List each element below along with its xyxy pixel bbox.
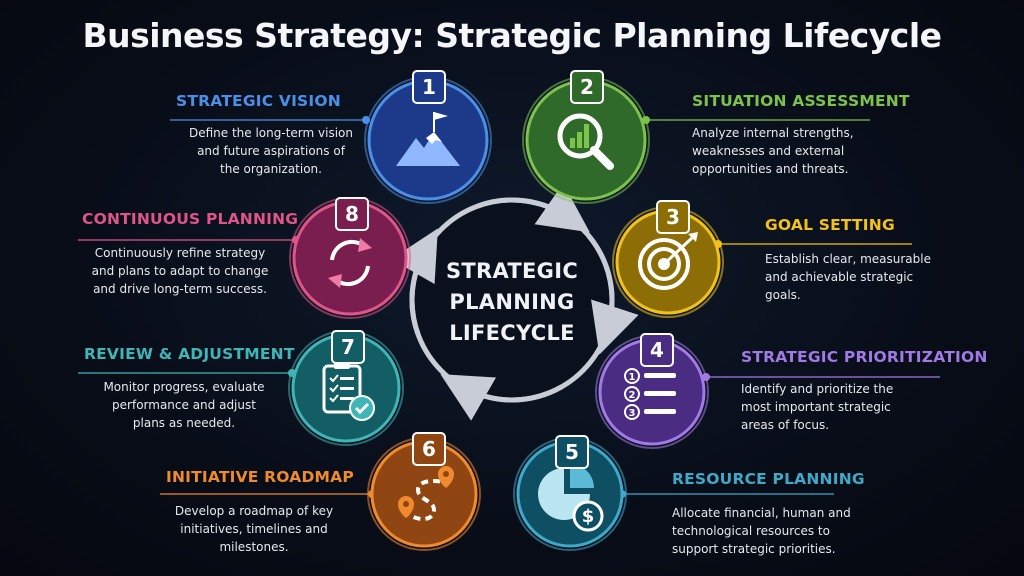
center-label-line1: STRATEGIC: [445, 259, 579, 283]
step-4-badge: 4: [640, 333, 674, 367]
step-4-desc-line: most important strategic: [741, 400, 891, 414]
step-5-title: RESOURCE PLANNING: [672, 470, 865, 488]
step-2-description: Analyze internal strengths, weaknesses a…: [692, 124, 854, 178]
step-1-badge: 1: [412, 70, 446, 104]
step-5-desc-line: technological resources to: [672, 524, 830, 538]
cycle-arrows-icon: [328, 238, 372, 288]
step-5-badge: 5: [555, 435, 589, 469]
cycle-arrow-2: [440, 374, 564, 421]
clipboard-check-icon: [322, 362, 375, 421]
center-label: STRATEGIC PLANNING LIFECYCLE: [430, 256, 594, 349]
page-title: Business Strategy: Strategic Planning Li…: [82, 16, 942, 55]
svg-text:3: 3: [629, 408, 636, 419]
step-4-node: 1 2 3: [595, 335, 709, 449]
magnifier-chart-icon: [557, 113, 614, 170]
cycle-arrows: [391, 183, 639, 421]
step-nodes: 1 2 3 $: [288, 76, 724, 551]
step-6-desc-line: milestones.: [219, 540, 289, 554]
cycle-arrow-4: [476, 183, 590, 233]
step-7-node: [288, 330, 404, 446]
step-5-desc-line: Allocate financial, human and: [672, 506, 851, 520]
center-label-line3: LIFECYCLE: [449, 321, 575, 345]
step-7-title: REVIEW & ADJUSTMENT: [84, 345, 295, 363]
step-8-desc-line: Continuously refine strategy: [94, 246, 266, 260]
step-6-description: Develop a roadmap of key initiatives, ti…: [166, 502, 342, 556]
step-4-desc-line: Identify and prioritize the: [741, 382, 894, 396]
step-7-badge: 7: [331, 330, 365, 364]
step-3-title: GOAL SETTING: [765, 216, 895, 234]
step-8-badge: 8: [335, 197, 369, 231]
step-2-desc-line: opportunities and threats.: [692, 162, 849, 176]
step-1-description: Define the long-term vision and future a…: [176, 124, 366, 178]
step-7-desc-line: Monitor progress, evaluate: [103, 380, 265, 394]
cycle-arrow-3: [391, 228, 438, 336]
center-label-line2: PLANNING: [449, 290, 575, 314]
step-3-badge: 3: [656, 200, 690, 234]
step-1-desc-line: Define the long-term vision: [188, 126, 353, 140]
step-4-desc-line: areas of focus.: [741, 418, 830, 432]
step-1-desc-line: the organization.: [220, 162, 322, 176]
pie-dollar-icon: $: [538, 464, 604, 532]
target-arrow-icon: [638, 232, 698, 290]
step-8-desc-line: and drive long-term success.: [93, 282, 267, 296]
step-2-desc-line: Analyze internal strengths,: [692, 126, 854, 140]
step-7-desc-line: performance and adjust: [112, 398, 256, 412]
svg-text:1: 1: [629, 372, 636, 383]
step-4-description: Identify and prioritize the most importa…: [741, 380, 893, 434]
step-3-description: Establish clear, measurable and achievab…: [765, 250, 931, 304]
step-6-desc-line: Develop a roadmap of key: [174, 504, 334, 518]
step-1-node: [364, 76, 492, 204]
cycle-arrow-1: [586, 234, 639, 355]
step-5-node: $: [513, 437, 627, 551]
svg-text:$: $: [582, 506, 595, 527]
mountain-flag-icon: [396, 112, 460, 166]
step-3-desc-line: Establish clear, measurable: [765, 252, 931, 266]
step-8-title: CONTINUOUS PLANNING: [82, 210, 299, 228]
step-3-node: [612, 206, 724, 318]
roadmap-pins-icon: [398, 466, 454, 521]
step-1-title: STRATEGIC VISION: [176, 92, 341, 110]
step-2-node: [522, 76, 650, 204]
step-8-desc-line: and plans to adapt to change: [91, 264, 269, 278]
step-7-desc-line: plans as needed.: [132, 416, 236, 430]
step-1-desc-line: and future aspirations of: [197, 144, 345, 158]
step-2-badge: 2: [570, 70, 604, 104]
step-6-badge: 6: [412, 432, 446, 466]
step-2-title: SITUATION ASSESSMENT: [692, 92, 910, 110]
step-3-desc-line: goals.: [765, 288, 801, 302]
step-3-desc-line: and achievable strategic: [765, 270, 914, 284]
step-6-desc-line: initiatives, timelines and: [180, 522, 328, 536]
step-5-description: Allocate financial, human and technologi…: [672, 504, 851, 558]
step-2-desc-line: weaknesses and external: [692, 144, 845, 158]
step-4-title: STRATEGIC PRIORITIZATION: [741, 348, 988, 366]
svg-text:2: 2: [629, 390, 636, 401]
step-8-description: Continuously refine strategy and plans t…: [82, 244, 278, 298]
step-7-description: Monitor progress, evaluate performance a…: [84, 378, 284, 432]
step-5-desc-line: support strategic priorities.: [672, 542, 836, 556]
numbered-list-icon: 1 2 3: [624, 368, 676, 420]
step-6-title: INITIATIVE ROADMAP: [166, 468, 354, 486]
